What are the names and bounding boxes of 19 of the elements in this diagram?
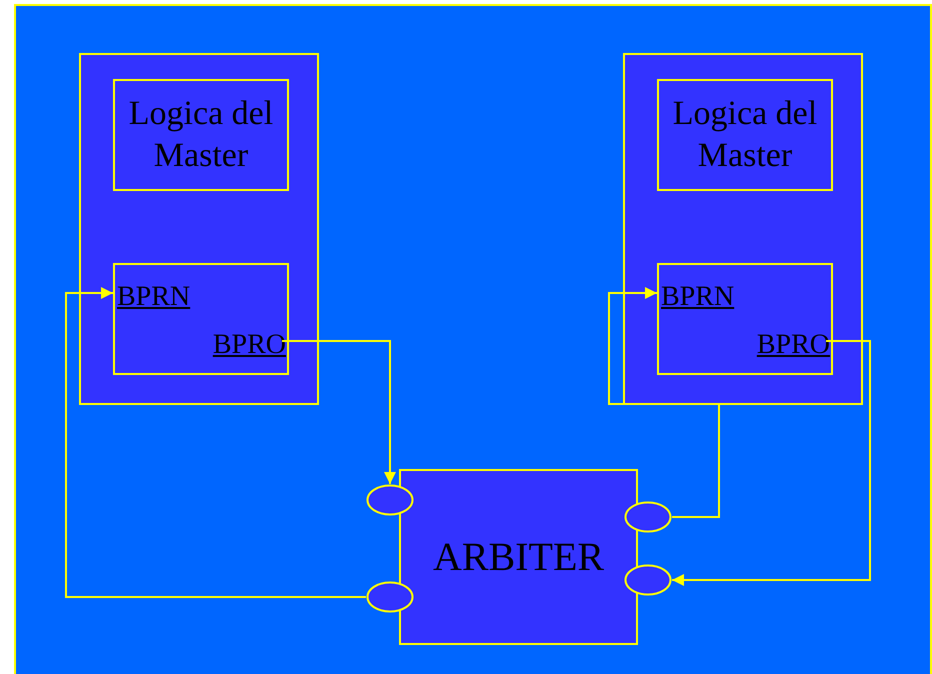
block-box xyxy=(623,53,863,405)
arbiter-box: ARBITER xyxy=(399,469,638,645)
signal-label: BPRO xyxy=(194,328,286,362)
port-ellipse xyxy=(624,564,672,596)
block-box xyxy=(113,263,289,375)
logic-box: Logica del Master xyxy=(657,79,833,191)
connector-arrow xyxy=(282,340,396,484)
signal-label: BPRN xyxy=(661,280,751,314)
signal-label: BPRN xyxy=(117,280,207,314)
connector-arrow xyxy=(65,287,366,598)
port-ellipse xyxy=(624,501,672,533)
port-ellipse xyxy=(366,484,414,516)
connector-arrow xyxy=(672,340,871,586)
block-box xyxy=(79,53,319,405)
logic-box: Logica del Master xyxy=(113,79,289,191)
block-box xyxy=(657,263,833,375)
port-ellipse xyxy=(366,581,414,613)
signal-label: BPRO xyxy=(738,328,830,362)
connector-arrow xyxy=(608,287,720,518)
